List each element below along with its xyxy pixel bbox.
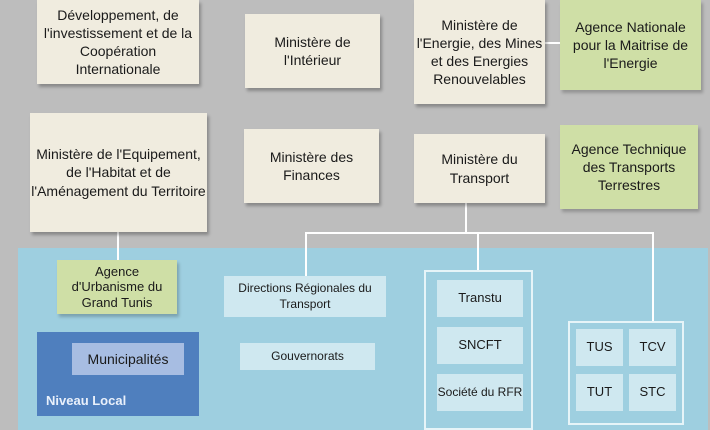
niveau-local-label: Niveau Local [46,393,127,408]
private-tcv-label: TCV [639,339,666,355]
ministere-equipement-box: Ministère de l'Equipement, de l'Habitat … [30,113,207,232]
gouvernorats-label: Gouvernorats [271,348,344,363]
municipalites-label: Municipalités [87,350,169,367]
agence-urbanisme-box: Agence d'Urbanisme du Grand Tunis [57,260,177,314]
ministere-developpement-box: Développement, de l'investissement et de… [37,0,199,84]
private-tus-box: TUS [576,329,623,366]
ministere-transport-label: Ministère du Transport [441,151,518,186]
ministere-finances-box: Ministère des Finances [244,129,379,203]
private-tut-label: TUT [586,384,613,400]
private-tcv-box: TCV [629,329,676,366]
agence-transports-label: Agence Technique des Transports Terrestr… [571,140,687,194]
operator-sncft-box: SNCFT [437,327,523,364]
ministere-equipement-label: Ministère de l'Equipement, de l'Habitat … [31,146,206,199]
operator-transtu-label: Transtu [458,290,502,306]
connector-drop-operators [477,232,479,270]
gouvernorats-box: Gouvernorats [240,343,375,370]
agence-energie-label: Agence Nationale pour la Maitrise de l'E… [572,18,689,72]
directions-regionales-box: Directions Régionales du Transport [224,276,386,317]
private-operators-group [568,321,684,425]
ministere-transport-box: Ministère du Transport [414,134,545,203]
agence-urbanisme-label: Agence d'Urbanisme du Grand Tunis [71,263,163,310]
connector-equipement-down [117,232,119,260]
ministere-developpement-label: Développement, de l'investissement et de… [43,6,193,78]
private-stc-label: STC [639,384,666,400]
connector-energie-agence [545,42,560,44]
directions-regionales-label: Directions Régionales du Transport [238,280,372,311]
operator-sncft-label: SNCFT [458,337,502,353]
operator-transtu-box: Transtu [437,280,523,317]
connector-drop-directions [305,232,307,276]
connector-horizontal [305,232,653,234]
private-stc-box: STC [629,374,676,411]
ministere-energie-box: Ministère de l'Energie, des Mines et des… [414,0,545,104]
municipalites-box: Municipalités [72,343,184,375]
operator-rfr-box: Société du RFR [437,374,523,411]
connector-drop-private [652,232,654,322]
private-tut-box: TUT [576,374,623,411]
ministere-finances-label: Ministère des Finances [269,148,354,183]
agence-transports-box: Agence Technique des Transports Terrestr… [560,125,698,209]
ministere-interieur-label: Ministère de l'Intérieur [274,33,351,68]
operators-group [424,270,533,430]
operator-rfr-label: Société du RFR [437,384,523,399]
connector-transport-down [465,203,467,233]
private-tus-label: TUS [586,339,613,355]
ministere-interieur-box: Ministère de l'Intérieur [245,14,380,88]
agence-energie-box: Agence Nationale pour la Maitrise de l'E… [560,0,701,90]
ministere-energie-label: Ministère de l'Energie, des Mines et des… [416,16,543,88]
